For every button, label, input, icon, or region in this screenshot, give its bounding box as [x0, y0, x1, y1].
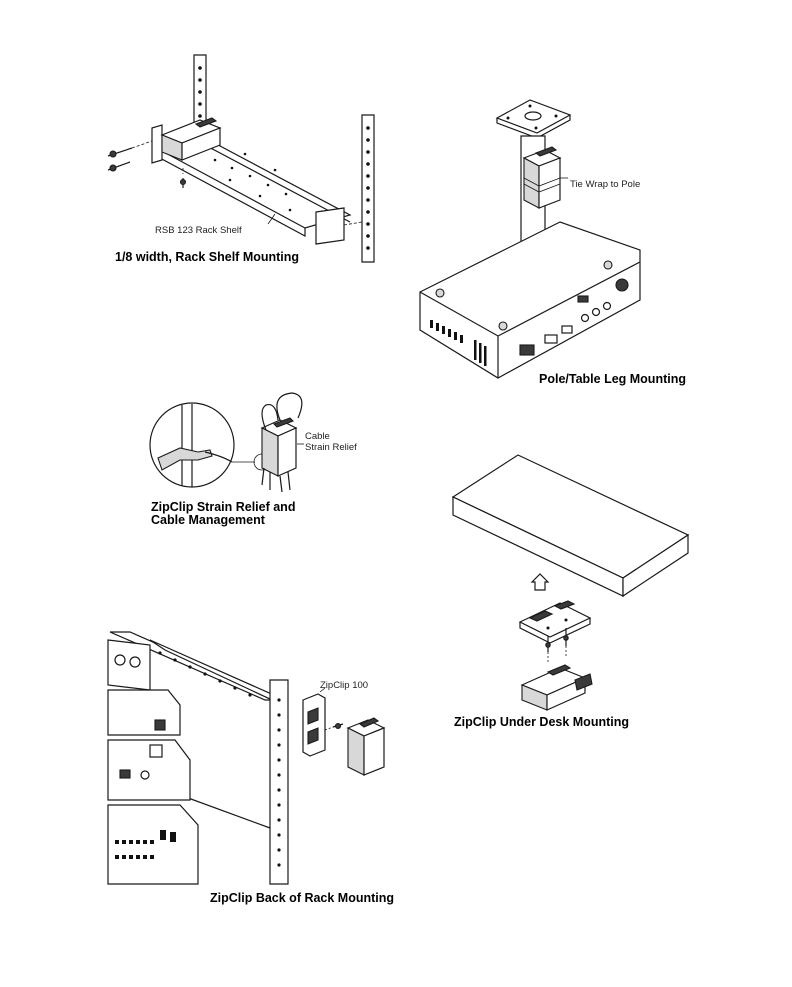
strain-relief-illustration	[149, 392, 304, 493]
under-desk-caption: ZipClip Under Desk Mounting	[454, 715, 629, 729]
cable-strain-callout-line2: Strain Relief	[305, 442, 357, 453]
rsb-shelf-callout: RSB 123 Rack Shelf	[155, 225, 242, 236]
rack-shelf-illustration	[107, 54, 375, 263]
screw-icon	[107, 147, 187, 188]
zipclip-100-callout: ZipClip 100	[320, 680, 369, 691]
arrow-up-icon	[530, 573, 550, 591]
back-of-rack-caption: ZipClip Back of Rack Mounting	[210, 891, 395, 905]
tie-wrap-callout: Tie Wrap to Pole	[570, 179, 641, 190]
pole-mount-illustration	[419, 99, 641, 379]
screw-icon	[332, 722, 344, 730]
back-of-rack-illustration	[107, 631, 386, 885]
rack-shelf-caption: 1/8 width, Rack Shelf Mounting	[115, 250, 300, 264]
strain-relief-caption-line2: Cable Management	[151, 513, 265, 527]
under-desk-illustration	[451, 454, 690, 711]
screw-icon	[545, 628, 569, 652]
pole-mount-caption: Pole/Table Leg Mounting	[539, 372, 686, 386]
strain-relief-caption-line1: ZipClip Strain Relief and	[151, 500, 296, 514]
cable-strain-callout-line1: Cable	[305, 431, 330, 442]
